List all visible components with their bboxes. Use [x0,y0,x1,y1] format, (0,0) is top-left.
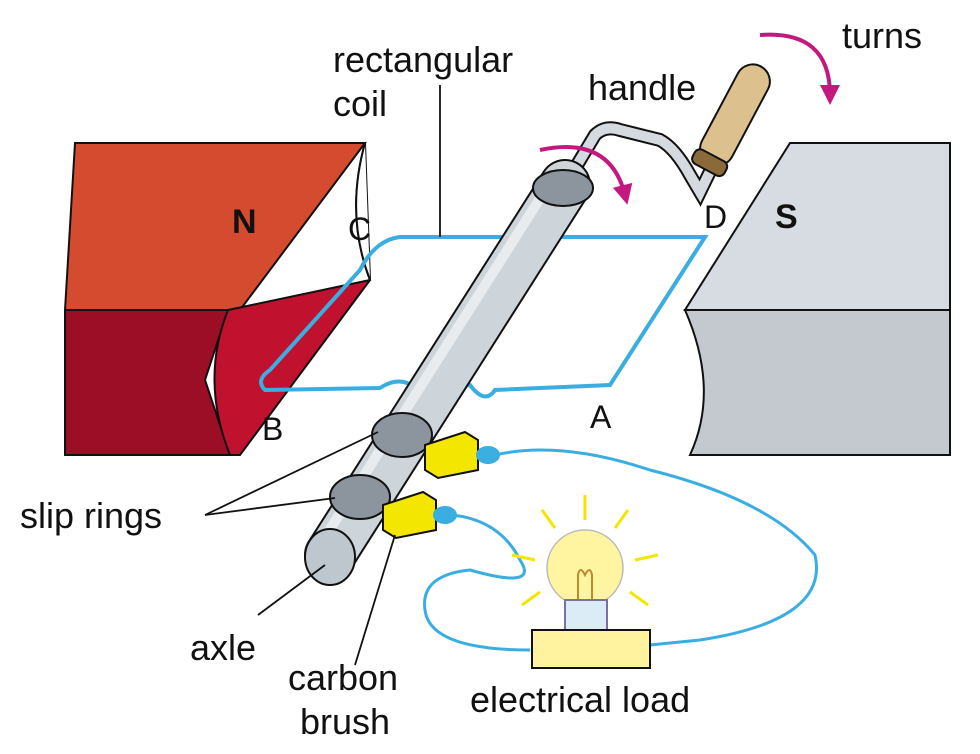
axle-label: axle [190,627,256,668]
electrical-load [511,495,659,669]
carbon-brush-label: carbon [288,657,398,698]
slip-rings [329,412,433,520]
slip-rings-label: slip rings [20,495,162,536]
electrical-load-label: electrical load [470,679,690,720]
rectangular-coil-label: rectangular [333,39,513,80]
carbon-brush-label-2: brush [300,701,390,742]
north-magnet [63,142,372,456]
north-pole-label: N [232,203,257,241]
leader-lines [204,85,441,666]
turns-label: turns [842,15,922,56]
rotation-arrow-icon [539,145,633,205]
turns-arrow-icon [759,32,840,105]
rectangular-coil-label-2: coil [333,83,387,124]
south-pole-label: S [775,198,798,236]
point-c-label: C [348,211,371,247]
carbon-brush-upper [424,430,500,480]
south-magnet [683,142,951,456]
point-b-label: B [262,411,283,447]
rectangular-coil [259,235,709,399]
light-rays-icon [511,495,659,607]
carbon-brush-lower [382,490,457,540]
handle[interactable] [558,58,777,207]
point-d-label: D [704,199,727,235]
handle-label: handle [588,67,696,108]
point-a-label: A [590,399,612,435]
circuit-wire [423,448,818,652]
